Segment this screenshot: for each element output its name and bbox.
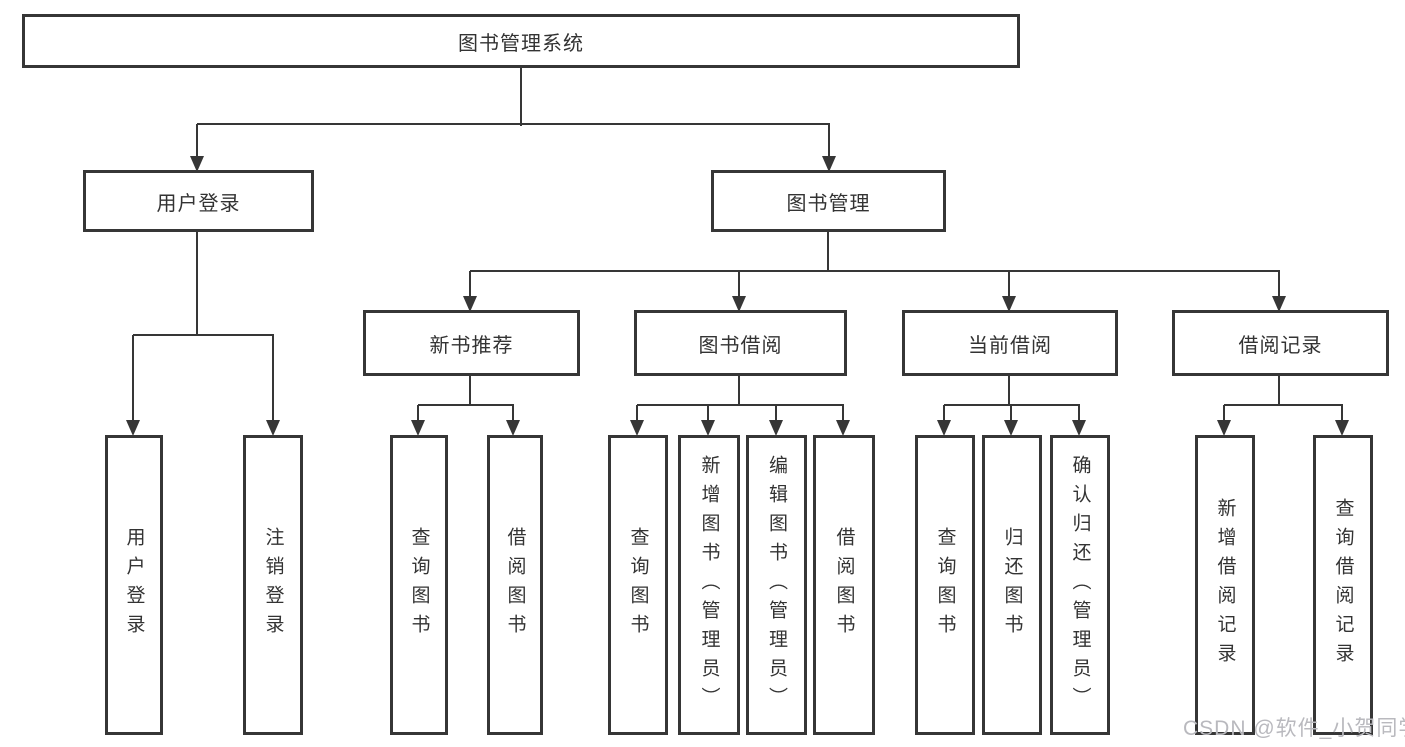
arrowhead-icons bbox=[126, 156, 1349, 436]
leaf-query-borrow-record: 查询借阅记录 bbox=[1313, 435, 1373, 735]
node-borrow-records-label: 借阅记录 bbox=[1238, 334, 1323, 357]
leaf-user-login: 用户登录 bbox=[105, 435, 163, 735]
leaf-borrow-books-1-label: 借阅图书 bbox=[504, 527, 526, 643]
node-book-management-label: 图书管理 bbox=[786, 192, 871, 215]
node-root-label: 图书管理系统 bbox=[458, 32, 584, 55]
leaf-user-login-label: 用户登录 bbox=[123, 527, 145, 643]
leaf-query-books-3-label: 查询图书 bbox=[934, 527, 956, 643]
leaf-query-borrow-record-label: 查询借阅记录 bbox=[1332, 498, 1354, 672]
node-user-login-label: 用户登录 bbox=[156, 192, 241, 215]
node-book-borrow-label: 图书借阅 bbox=[698, 334, 783, 357]
node-borrow-records: 借阅记录 bbox=[1172, 310, 1389, 376]
watermark: CSDN @软件_小贺同学 bbox=[1183, 717, 1405, 740]
leaf-query-books-2-label: 查询图书 bbox=[627, 527, 649, 643]
leaf-borrow-books-2-label: 借阅图书 bbox=[833, 527, 855, 643]
leaf-add-borrow-record: 新增借阅记录 bbox=[1195, 435, 1255, 735]
leaf-query-books-1-label: 查询图书 bbox=[408, 527, 430, 643]
leaf-confirm-return-admin-label: 确认归还（管理员） bbox=[1069, 454, 1091, 716]
leaf-edit-book-admin-label: 编辑图书（管理员） bbox=[766, 454, 787, 716]
leaf-add-book-admin: 新增图书（管理员） bbox=[678, 435, 740, 735]
leaf-confirm-return-admin: 确认归还（管理员） bbox=[1050, 435, 1110, 735]
node-root: 图书管理系统 bbox=[22, 14, 1020, 68]
node-new-book-recommend-label: 新书推荐 bbox=[429, 334, 514, 357]
node-current-borrow-label: 当前借阅 bbox=[968, 334, 1052, 357]
node-user-login: 用户登录 bbox=[83, 170, 314, 232]
leaf-logout: 注销登录 bbox=[243, 435, 303, 735]
leaf-borrow-books-2: 借阅图书 bbox=[813, 435, 875, 735]
leaf-borrow-books-1: 借阅图书 bbox=[487, 435, 543, 735]
leaf-edit-book-admin: 编辑图书（管理员） bbox=[746, 435, 807, 735]
leaf-add-book-admin-label: 新增图书（管理员） bbox=[698, 454, 720, 716]
leaf-query-books-1: 查询图书 bbox=[390, 435, 448, 735]
node-book-management: 图书管理 bbox=[711, 170, 946, 232]
node-current-borrow: 当前借阅 bbox=[902, 310, 1118, 376]
leaf-query-books-3: 查询图书 bbox=[915, 435, 975, 735]
leaf-logout-label: 注销登录 bbox=[262, 527, 284, 643]
leaf-return-book-label: 归还图书 bbox=[1001, 527, 1023, 643]
node-new-book-recommend: 新书推荐 bbox=[363, 310, 580, 376]
leaf-query-books-2: 查询图书 bbox=[608, 435, 668, 735]
node-book-borrow: 图书借阅 bbox=[634, 310, 847, 376]
leaf-return-book: 归还图书 bbox=[982, 435, 1042, 735]
leaf-add-borrow-record-label: 新增借阅记录 bbox=[1214, 498, 1236, 672]
